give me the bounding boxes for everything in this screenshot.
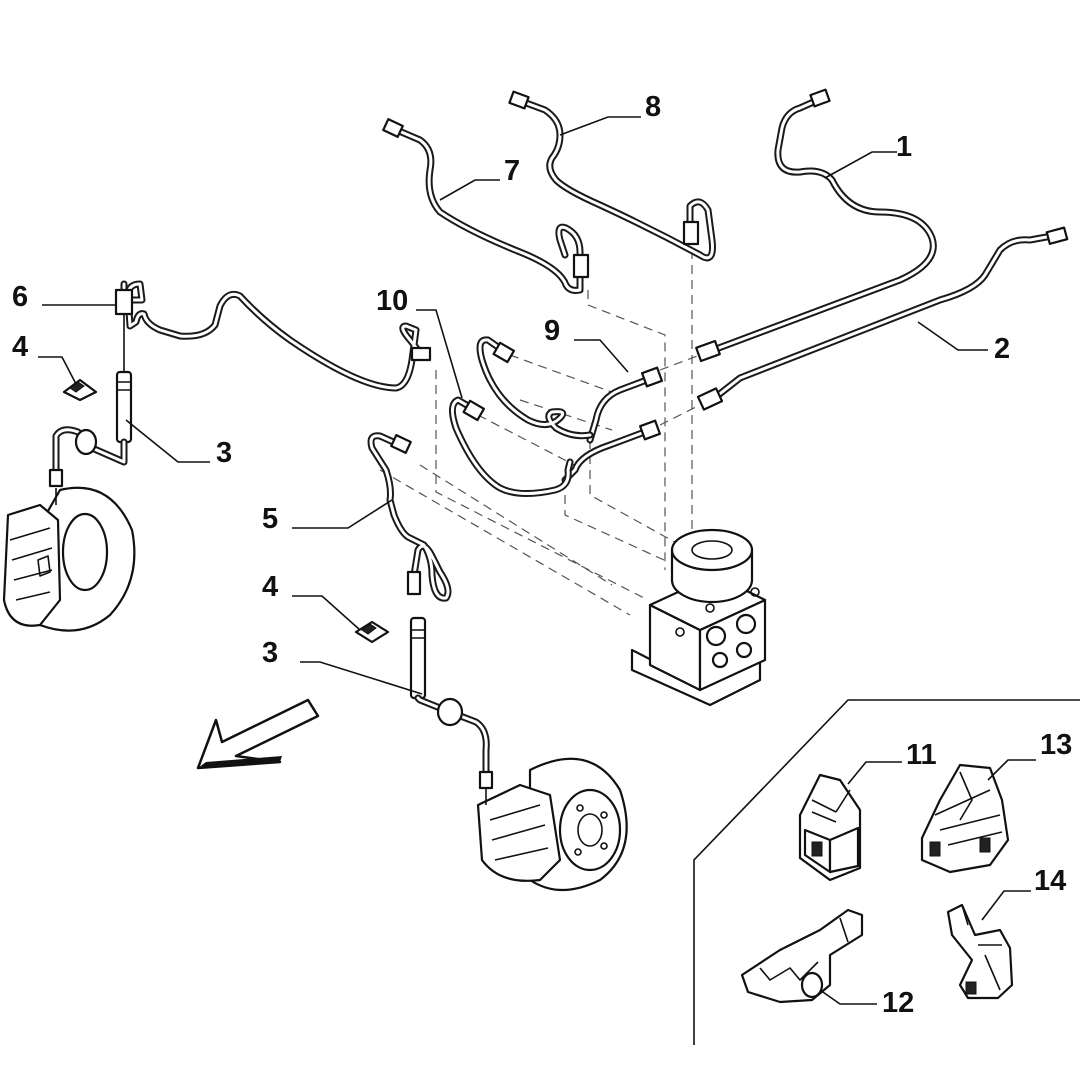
label-1: 1 xyxy=(896,131,912,163)
abs-modulator-unit xyxy=(630,528,767,707)
inset-frame xyxy=(693,699,1080,1045)
label-3-right: 3 xyxy=(262,637,278,669)
label-7: 7 xyxy=(504,155,520,187)
label-13: 13 xyxy=(1040,729,1072,761)
clip-4-left xyxy=(62,378,98,402)
label-4-right: 4 xyxy=(262,571,278,603)
brake-pipe-7 xyxy=(382,118,590,294)
label-8: 8 xyxy=(645,91,661,123)
bracket-11 xyxy=(798,773,862,882)
right-brake-disc-caliper xyxy=(476,757,628,891)
direction-arrow-icon xyxy=(196,698,320,770)
brake-pipe-6-left-front xyxy=(114,280,432,392)
assembly-guide-lines xyxy=(379,250,701,616)
left-brake-disc-caliper xyxy=(2,486,136,632)
brake-pipe-9 xyxy=(561,366,664,484)
flex-hose-3-left xyxy=(48,370,133,488)
brake-pipe-5 xyxy=(367,432,452,602)
label-12: 12 xyxy=(882,987,914,1019)
bracket-14 xyxy=(946,903,1014,1000)
label-11: 11 xyxy=(906,739,937,771)
brake-pipe-10 xyxy=(449,336,594,497)
label-6: 6 xyxy=(12,281,28,313)
label-3-left: 3 xyxy=(216,437,232,469)
leader-lines xyxy=(38,116,1036,1005)
label-2: 2 xyxy=(994,333,1010,365)
brake-pipe-8 xyxy=(508,90,716,262)
bracket-13 xyxy=(920,763,1010,874)
label-9: 9 xyxy=(544,315,560,347)
brake-pipe-1 xyxy=(695,88,937,363)
label-5: 5 xyxy=(262,503,278,535)
brake-pipe-2 xyxy=(696,226,1069,411)
flex-hose-3-right xyxy=(409,616,494,790)
label-10: 10 xyxy=(376,285,408,317)
label-14: 14 xyxy=(1034,865,1066,897)
label-4-left: 4 xyxy=(12,331,28,363)
bracket-12 xyxy=(740,908,864,1004)
clip-4-right xyxy=(354,620,390,644)
